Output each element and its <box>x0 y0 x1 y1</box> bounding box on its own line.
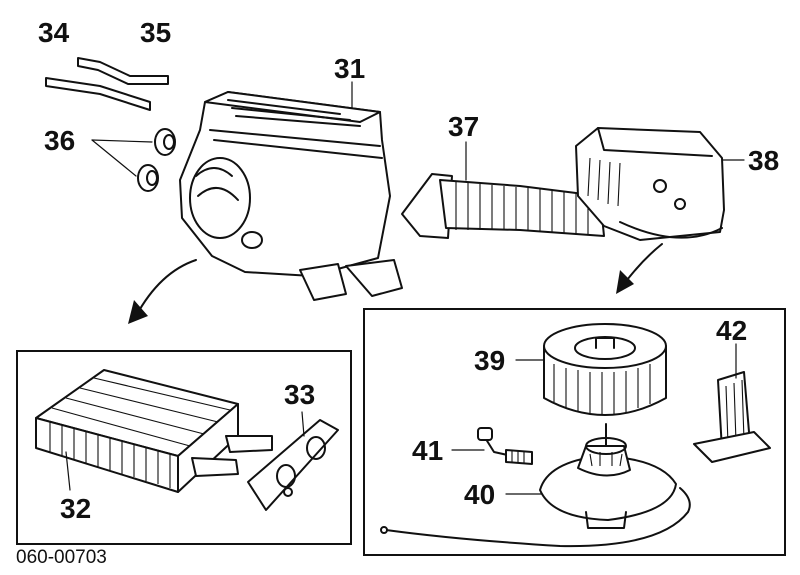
heater-core-box <box>16 350 352 545</box>
part-code: 060-00703 <box>16 547 107 568</box>
callout-42: 42 <box>716 315 747 346</box>
heater-unit-31 <box>179 91 403 301</box>
callout-33: 33 <box>284 379 315 410</box>
duct-37 <box>401 173 605 239</box>
gasket-plate-33 <box>247 419 339 511</box>
callout-37: 37 <box>448 111 479 142</box>
callout-36: 36 <box>44 125 75 156</box>
callout-31: 31 <box>334 53 365 84</box>
grommet-36-upper <box>154 128 176 156</box>
resistor-42 <box>693 371 771 463</box>
leader-33 <box>301 411 305 437</box>
fan-39 <box>543 323 667 416</box>
blower-motor-40 <box>539 423 677 529</box>
blower-parts-box <box>363 308 786 556</box>
callout-34: 34 <box>38 17 70 48</box>
arrow-to-heater-core <box>128 259 197 324</box>
blower-housing-38 <box>575 127 725 241</box>
leader-36 <box>91 139 153 177</box>
callout-39: 39 <box>474 345 505 376</box>
tube-34 <box>45 77 151 111</box>
grommet-36-lower <box>137 164 159 192</box>
tube-35 <box>77 57 169 85</box>
connector-41 <box>477 427 533 465</box>
callout-38: 38 <box>748 145 779 176</box>
arrow-to-blower-parts <box>616 243 663 294</box>
callout-35: 35 <box>140 17 171 48</box>
leader-32 <box>65 451 71 491</box>
heater-core-32 <box>35 369 239 493</box>
callout-41: 41 <box>412 435 443 466</box>
motor-wire <box>380 487 691 548</box>
callout-32: 32 <box>60 493 91 524</box>
callout-40: 40 <box>464 479 495 510</box>
heater-core-pipes <box>191 435 273 477</box>
